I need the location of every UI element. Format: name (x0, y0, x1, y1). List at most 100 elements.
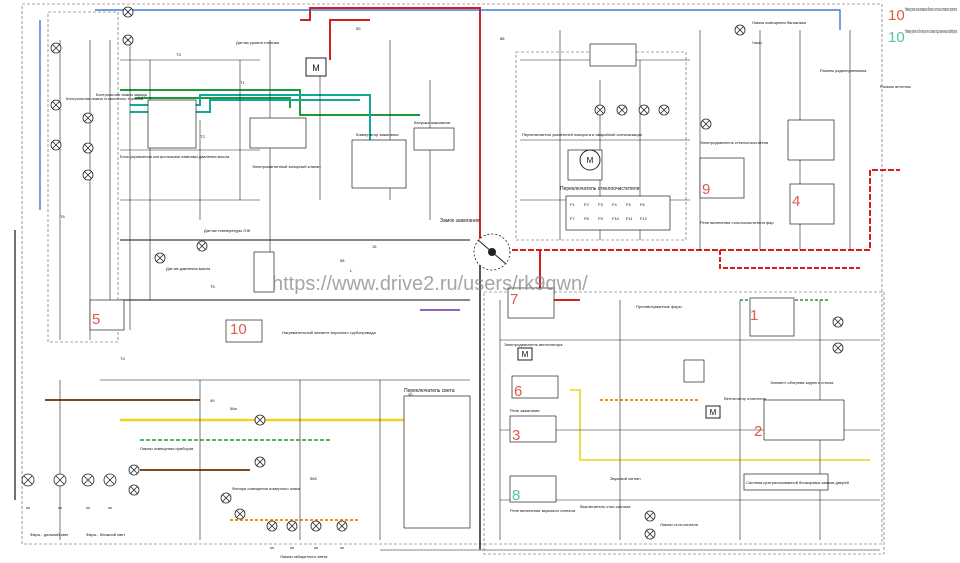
label-glow-plug: Нагревательный элемент впускного трубопр… (282, 330, 376, 335)
wire-code: Т5 (210, 284, 215, 289)
label-charge-indicator: Контрольная лампа заряда (96, 92, 148, 97)
label-light-switch: Переключатель света (404, 388, 455, 394)
wire-code: Т2 (200, 134, 205, 139)
relay-box-1 (89, 299, 125, 331)
label-turn-switch: Переключатель указателей поворота и авар… (522, 132, 642, 137)
legend-num-2: 10 (888, 29, 905, 46)
relay-num-3: 3 (512, 427, 520, 444)
relay-num-9: 9 (702, 181, 710, 198)
fuse-label: F7 (570, 216, 575, 221)
relay-num-1: 1 (750, 307, 758, 324)
relay-boxes (89, 43, 845, 529)
label-ignition-relay: Реле зажигания (510, 408, 539, 413)
relay-10-box (507, 287, 555, 319)
label-fuel-sensor: Датчик уровня топлива (236, 40, 280, 45)
label-radio: Разъем радиоприемника (820, 68, 867, 73)
label-stop-lights: Лампы стоп-сигнала (660, 522, 699, 527)
right-lower-frame (483, 291, 885, 555)
relay-num-2: 2 (754, 423, 762, 440)
label-ignition-switch: Замок зажигания (440, 218, 480, 224)
label-rear-heat: Элемент обогрева заднего стекла (770, 380, 834, 385)
label-coil: Катушка зажигания (414, 120, 450, 125)
fuse-label: F6 (640, 202, 645, 207)
wire-code: Т4 (120, 356, 125, 361)
ignition-switch-symbol (473, 233, 511, 271)
ignition-relay-box (509, 415, 557, 443)
relay-num-10: 10 (230, 321, 247, 338)
wire-code: 56б (310, 476, 317, 481)
relay-num-6: 6 (514, 383, 522, 400)
wire-blue-top (95, 9, 841, 30)
cam-box (249, 117, 307, 149)
svg-text:M: M (710, 408, 717, 417)
relay-num-8: 8 (512, 487, 520, 504)
wire-yellow-2 (570, 389, 870, 461)
label-antenna: Разъем антенны (880, 84, 911, 89)
fuse-label: F9 (598, 216, 603, 221)
relay-6 (511, 375, 559, 399)
label-wiper-switch: Переключатель стеклоочистителя (560, 186, 640, 192)
left-frame (47, 11, 119, 343)
wire-code: L (350, 268, 353, 273)
label-tank-lamp: Лампа освещения багажника (752, 20, 807, 25)
wire-green-2 (135, 97, 291, 108)
label-headlights-low: Фары - ближний свет (86, 532, 125, 537)
relay-4 (789, 183, 835, 225)
fuse-label: F10 (612, 216, 620, 221)
wire-code: 56а (230, 406, 237, 411)
label-brake-indicator: Контрольная лампа стояночного тормоза (66, 96, 144, 101)
central-lock-box (743, 473, 829, 491)
label-carb-valve: Электромагнитный запорный клапан (252, 164, 321, 169)
fuse-labels: F1 F2 F3 F4 F5 F6 F7 F8 F9 F10 F11 F12 (570, 202, 648, 221)
wire-code: Т1 (240, 80, 245, 85)
wire-code: 58 (340, 258, 345, 263)
relay-2 (749, 297, 795, 337)
commutator-box (351, 139, 407, 189)
fuse-label: F3 (598, 202, 603, 207)
wire-code: 88 (500, 36, 505, 41)
label-fog-lights: Противотуманные фары (636, 304, 682, 309)
wire-green-1 (120, 89, 420, 116)
wire-code: 50 (356, 26, 361, 31)
label-horn-relay: Реле включения звукового сигнала (510, 508, 576, 513)
fuse-block (565, 195, 671, 231)
relay-num-7: 7 (510, 291, 518, 308)
fuse-label: F2 (584, 202, 589, 207)
relay-num-4: 4 (792, 193, 800, 210)
label-stop-relay: Выключатель стоп-сигнала (580, 504, 631, 509)
label-horn: Звуковой сигнал (610, 476, 641, 481)
relay-8 (787, 119, 835, 161)
wire-code: 15 (372, 244, 377, 249)
horn-relay-box (509, 475, 557, 503)
label-wiper-motor: Электродвигатель стеклоочистителя (700, 140, 768, 145)
svg-text:M: M (522, 350, 529, 359)
fuse-label: F4 (612, 202, 617, 207)
legend-text-2: Номер реле в блоке реле слева под панель… (905, 29, 957, 35)
wire-code-labels: Т1 Т2 Т3 Т4 Т5 Т6 15 30 50 88 49 56а 56б… (60, 26, 505, 481)
motors: M M M M (305, 57, 721, 419)
label-clock: Часы (752, 40, 762, 45)
svg-text:M: M (312, 63, 320, 73)
label-oil-pressure: Датчик давления масла (166, 266, 211, 271)
relay-box-3 (253, 251, 275, 293)
fuse-label: F8 (584, 216, 589, 221)
label-ecu: Блок управления контрольными лампами дав… (120, 154, 230, 159)
svg-text:M: M (587, 156, 594, 165)
wire-code: Т3 (176, 52, 181, 57)
label-heater-fan: Вентилятор отопителя (724, 396, 766, 401)
fuse-label: F1 (570, 202, 575, 207)
legend-num-1: 10 (888, 7, 905, 24)
wire-red-battery (329, 19, 370, 60)
label-side-lights: Лампы габаритного света (280, 554, 328, 559)
label-commutator: Коммутатор зажигания (356, 132, 399, 137)
outer-frame-dash (21, 3, 883, 545)
label-central-lock: Система централизованной блокировки замк… (746, 480, 849, 485)
rear-heat-element (763, 399, 845, 441)
label-plate-lights: Фонари освещения номерного знака (232, 486, 301, 491)
relay-box-2 (225, 319, 263, 343)
relay-rear-heat (683, 359, 705, 383)
relay-9 (699, 157, 745, 199)
fuse-label: F12 (640, 216, 648, 221)
label-temp-sensor: Датчик температуры ОЖ (204, 228, 250, 233)
